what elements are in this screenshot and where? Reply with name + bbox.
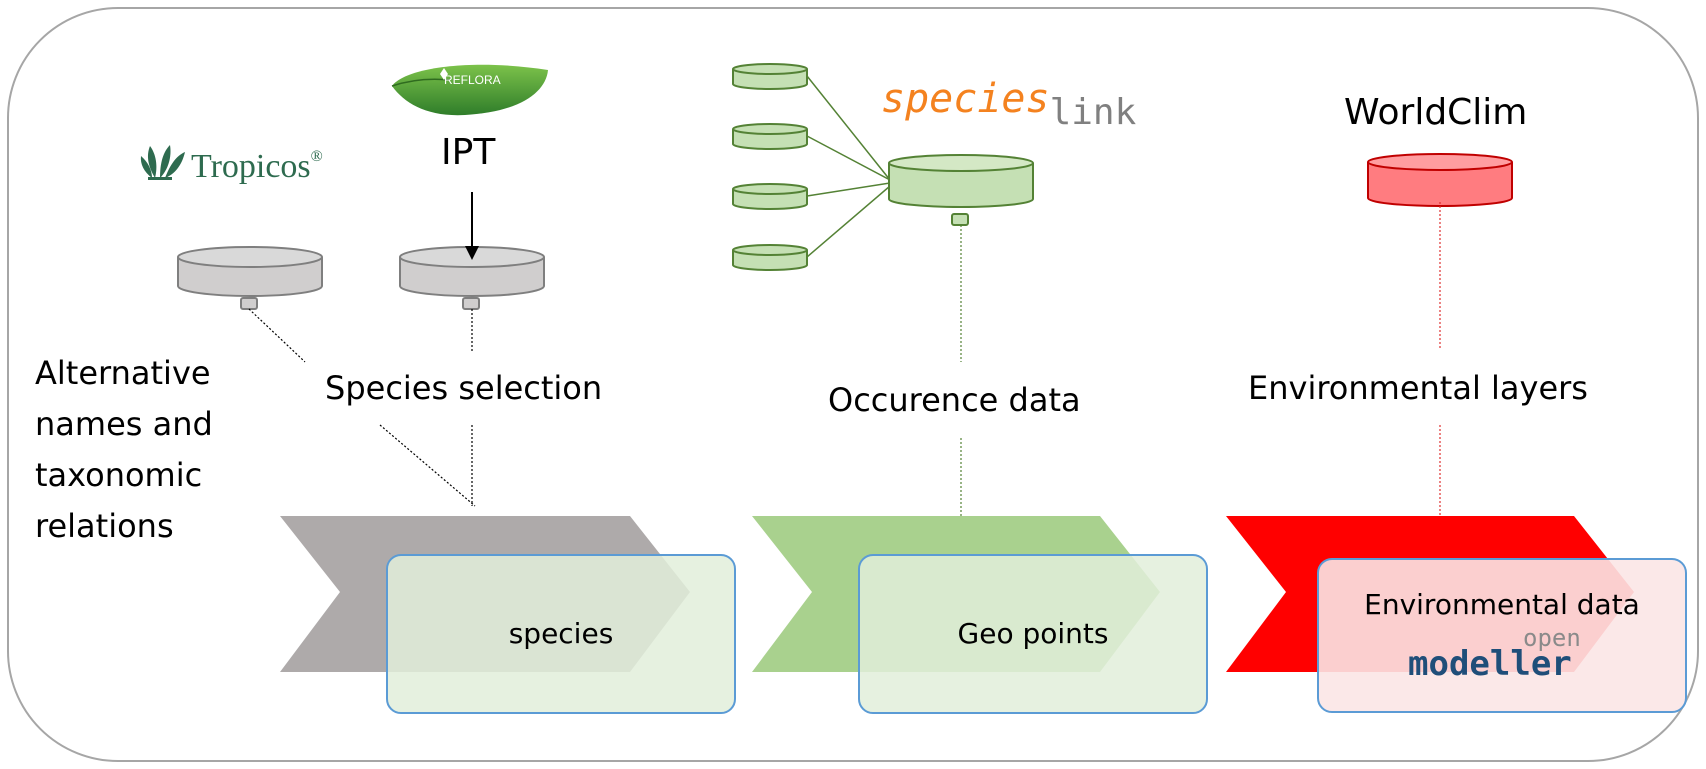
openmodeller-modeller-text: modeller <box>1408 644 1572 684</box>
reflora-logo-text: REFLORA <box>444 73 501 87</box>
environmental-data-box-label: Environmental data <box>1364 588 1640 621</box>
source-database-icon <box>732 63 808 90</box>
occurence-data-label: Occurence data <box>828 381 1081 419</box>
specieslink-source-databases <box>732 63 808 271</box>
specieslink-species-text: species <box>881 76 1050 122</box>
specieslink-database-icon <box>888 154 1034 226</box>
worldclim-label: WorldClim <box>1344 92 1528 133</box>
species-box-label: species <box>508 617 614 650</box>
geo-points-box-label: Geo points <box>957 617 1109 650</box>
environmental-layers-label: Environmental layers <box>1248 369 1588 407</box>
ipt-arrowhead-icon <box>465 246 479 260</box>
environmental-data-box <box>1317 558 1687 713</box>
reflora-logo <box>391 64 548 116</box>
species-selection-label: Species selection <box>325 369 603 407</box>
source-database-icon <box>732 244 808 271</box>
source-connector-lines <box>806 75 891 258</box>
worldclim-database-icon <box>1367 153 1513 207</box>
alternative-line: names and <box>35 405 213 443</box>
geo-points-box <box>858 554 1208 714</box>
alternative-names-label: Alternative names and taxonomic relation… <box>35 348 213 552</box>
specieslink-link-text: link <box>1049 92 1137 133</box>
alternative-line: Alternative <box>35 354 211 392</box>
tropicos-name: Tropicos <box>191 148 311 185</box>
alternative-line: relations <box>35 507 174 545</box>
alternative-line: taxonomic <box>35 456 203 494</box>
tropicos-leaf-icon <box>140 145 185 180</box>
tropicos-registered-mark: ® <box>310 148 323 165</box>
dotted-connectors <box>248 202 1441 516</box>
openmodeller-open-text: open <box>1523 624 1581 652</box>
tropicos-database-icon <box>177 246 323 310</box>
source-database-icon <box>732 123 808 150</box>
specieslink-logo: specieslink <box>881 76 1136 133</box>
tropicos-logo-text: Tropicos® <box>191 148 323 186</box>
species-box <box>386 554 736 714</box>
source-database-icon <box>732 183 808 210</box>
ipt-label: IPT <box>441 132 496 173</box>
